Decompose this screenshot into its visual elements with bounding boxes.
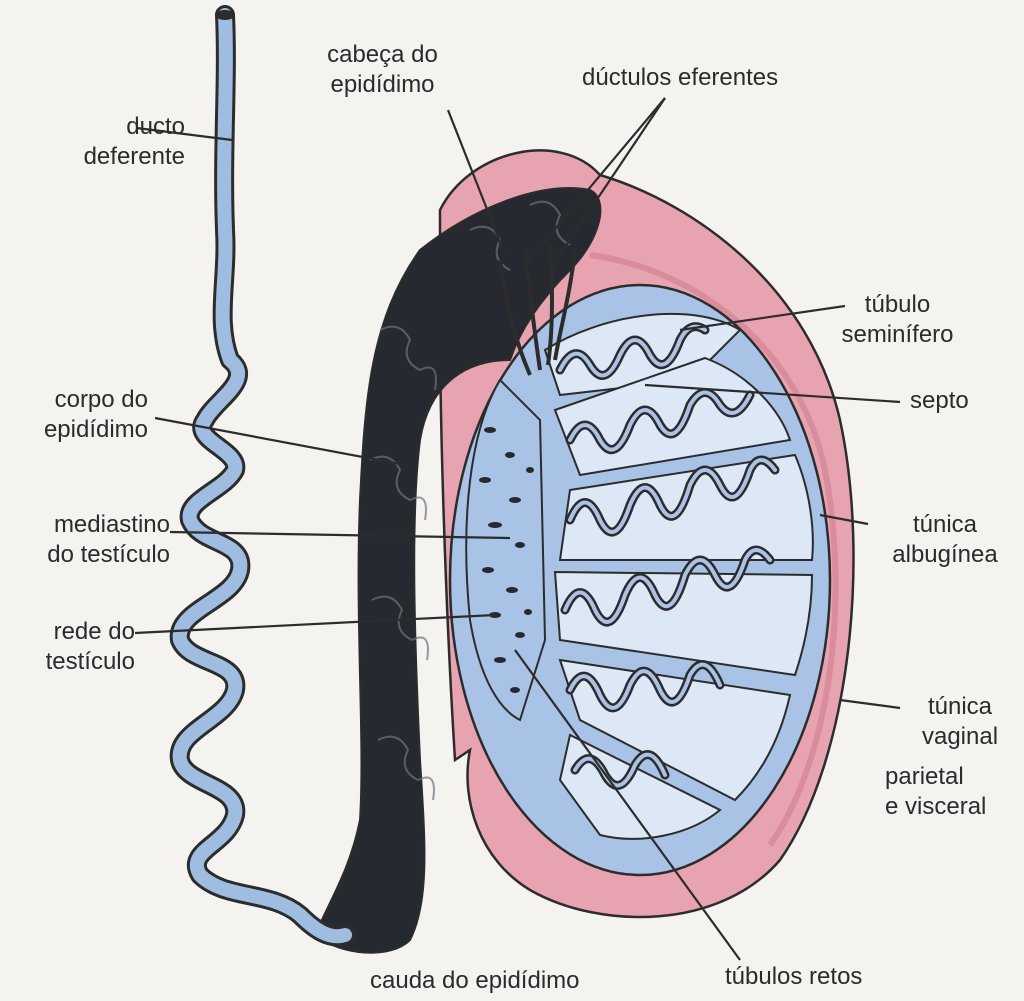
leader-ductulos-2 — [554, 97, 666, 263]
label-text: corpo do — [54, 386, 148, 413]
label-text: mediastino — [53, 511, 170, 538]
label-text: cabeça do — [327, 41, 438, 68]
label-text: dúctulos eferentes — [582, 64, 779, 91]
label-text: seminífero — [841, 321, 954, 348]
label-tubulo-seminifero: túbulo seminífero — [815, 290, 980, 350]
label-text: testículo — [45, 648, 135, 675]
mediastinum-rete — [465, 378, 547, 722]
vas-deferens-cut-end — [215, 10, 235, 20]
label-cabeca-epididimo: cabeça do epidídimo — [300, 40, 465, 100]
label-rede-testiculo: rede do testículo — [0, 617, 135, 677]
label-text: ducto — [126, 113, 185, 140]
epididymis-shape — [313, 187, 602, 954]
leader-ducto-deferente — [136, 126, 233, 142]
label-text: túbulos retos — [725, 963, 863, 990]
label-text: parietal — [885, 763, 964, 790]
lobule-4 — [553, 570, 814, 677]
vas-deferens-shape — [169, 5, 355, 947]
label-text: túnica — [927, 693, 993, 720]
leader-ductulos-1 — [524, 97, 666, 266]
leader-tunica-vaginal — [839, 698, 901, 710]
label-text: do testículo — [47, 541, 170, 568]
label-parietal-visceral: parietal e visceral — [885, 762, 986, 822]
label-text: e visceral — [885, 793, 987, 820]
tunica-vaginalis-inner-edge — [589, 252, 839, 847]
label-text: cauda do epidídimo — [370, 967, 580, 994]
leader-tunica-albuginea — [819, 513, 869, 526]
leader-mediastino — [169, 530, 511, 540]
label-text: rede do — [53, 618, 135, 645]
label-text: septo — [910, 387, 969, 414]
label-tubulos-retos: túbulos retos — [725, 962, 862, 992]
label-text: epidídimo — [330, 71, 435, 98]
label-ducto-deferente: ducto deferente — [30, 112, 185, 172]
label-mediastino-testiculo: mediastino do testículo — [0, 510, 170, 570]
label-text: albugínea — [892, 541, 998, 568]
label-text: epidídimo — [43, 416, 148, 443]
label-text: vaginal — [921, 723, 999, 750]
label-text: túbulo — [864, 291, 931, 318]
leader-lines — [134, 97, 901, 961]
label-tunica-albuginea: túnica albugínea — [870, 510, 1020, 570]
lobule-5 — [558, 658, 792, 802]
leader-tubulo-seminifero — [679, 304, 846, 332]
label-ductulos-eferentes: dúctulos eferentes — [582, 63, 778, 93]
label-tunica-vaginal: túnica vaginal — [900, 692, 1020, 752]
label-cauda-epididimo: cauda do epidídimo — [370, 966, 579, 996]
rete-testis-dots — [479, 427, 534, 693]
leader-corpo-epididimo — [154, 416, 406, 467]
leader-rede-testiculo — [134, 613, 496, 635]
efferent-ductules — [498, 244, 577, 376]
label-text: deferente — [83, 143, 185, 170]
label-corpo-epididimo: corpo do epidídimo — [0, 385, 148, 445]
leader-cabeca-epididimo — [446, 109, 507, 256]
label-text: túnica — [912, 511, 978, 538]
leader-septo — [644, 383, 901, 404]
leader-tubulos-retos — [514, 649, 741, 961]
label-septo: septo — [910, 386, 969, 416]
